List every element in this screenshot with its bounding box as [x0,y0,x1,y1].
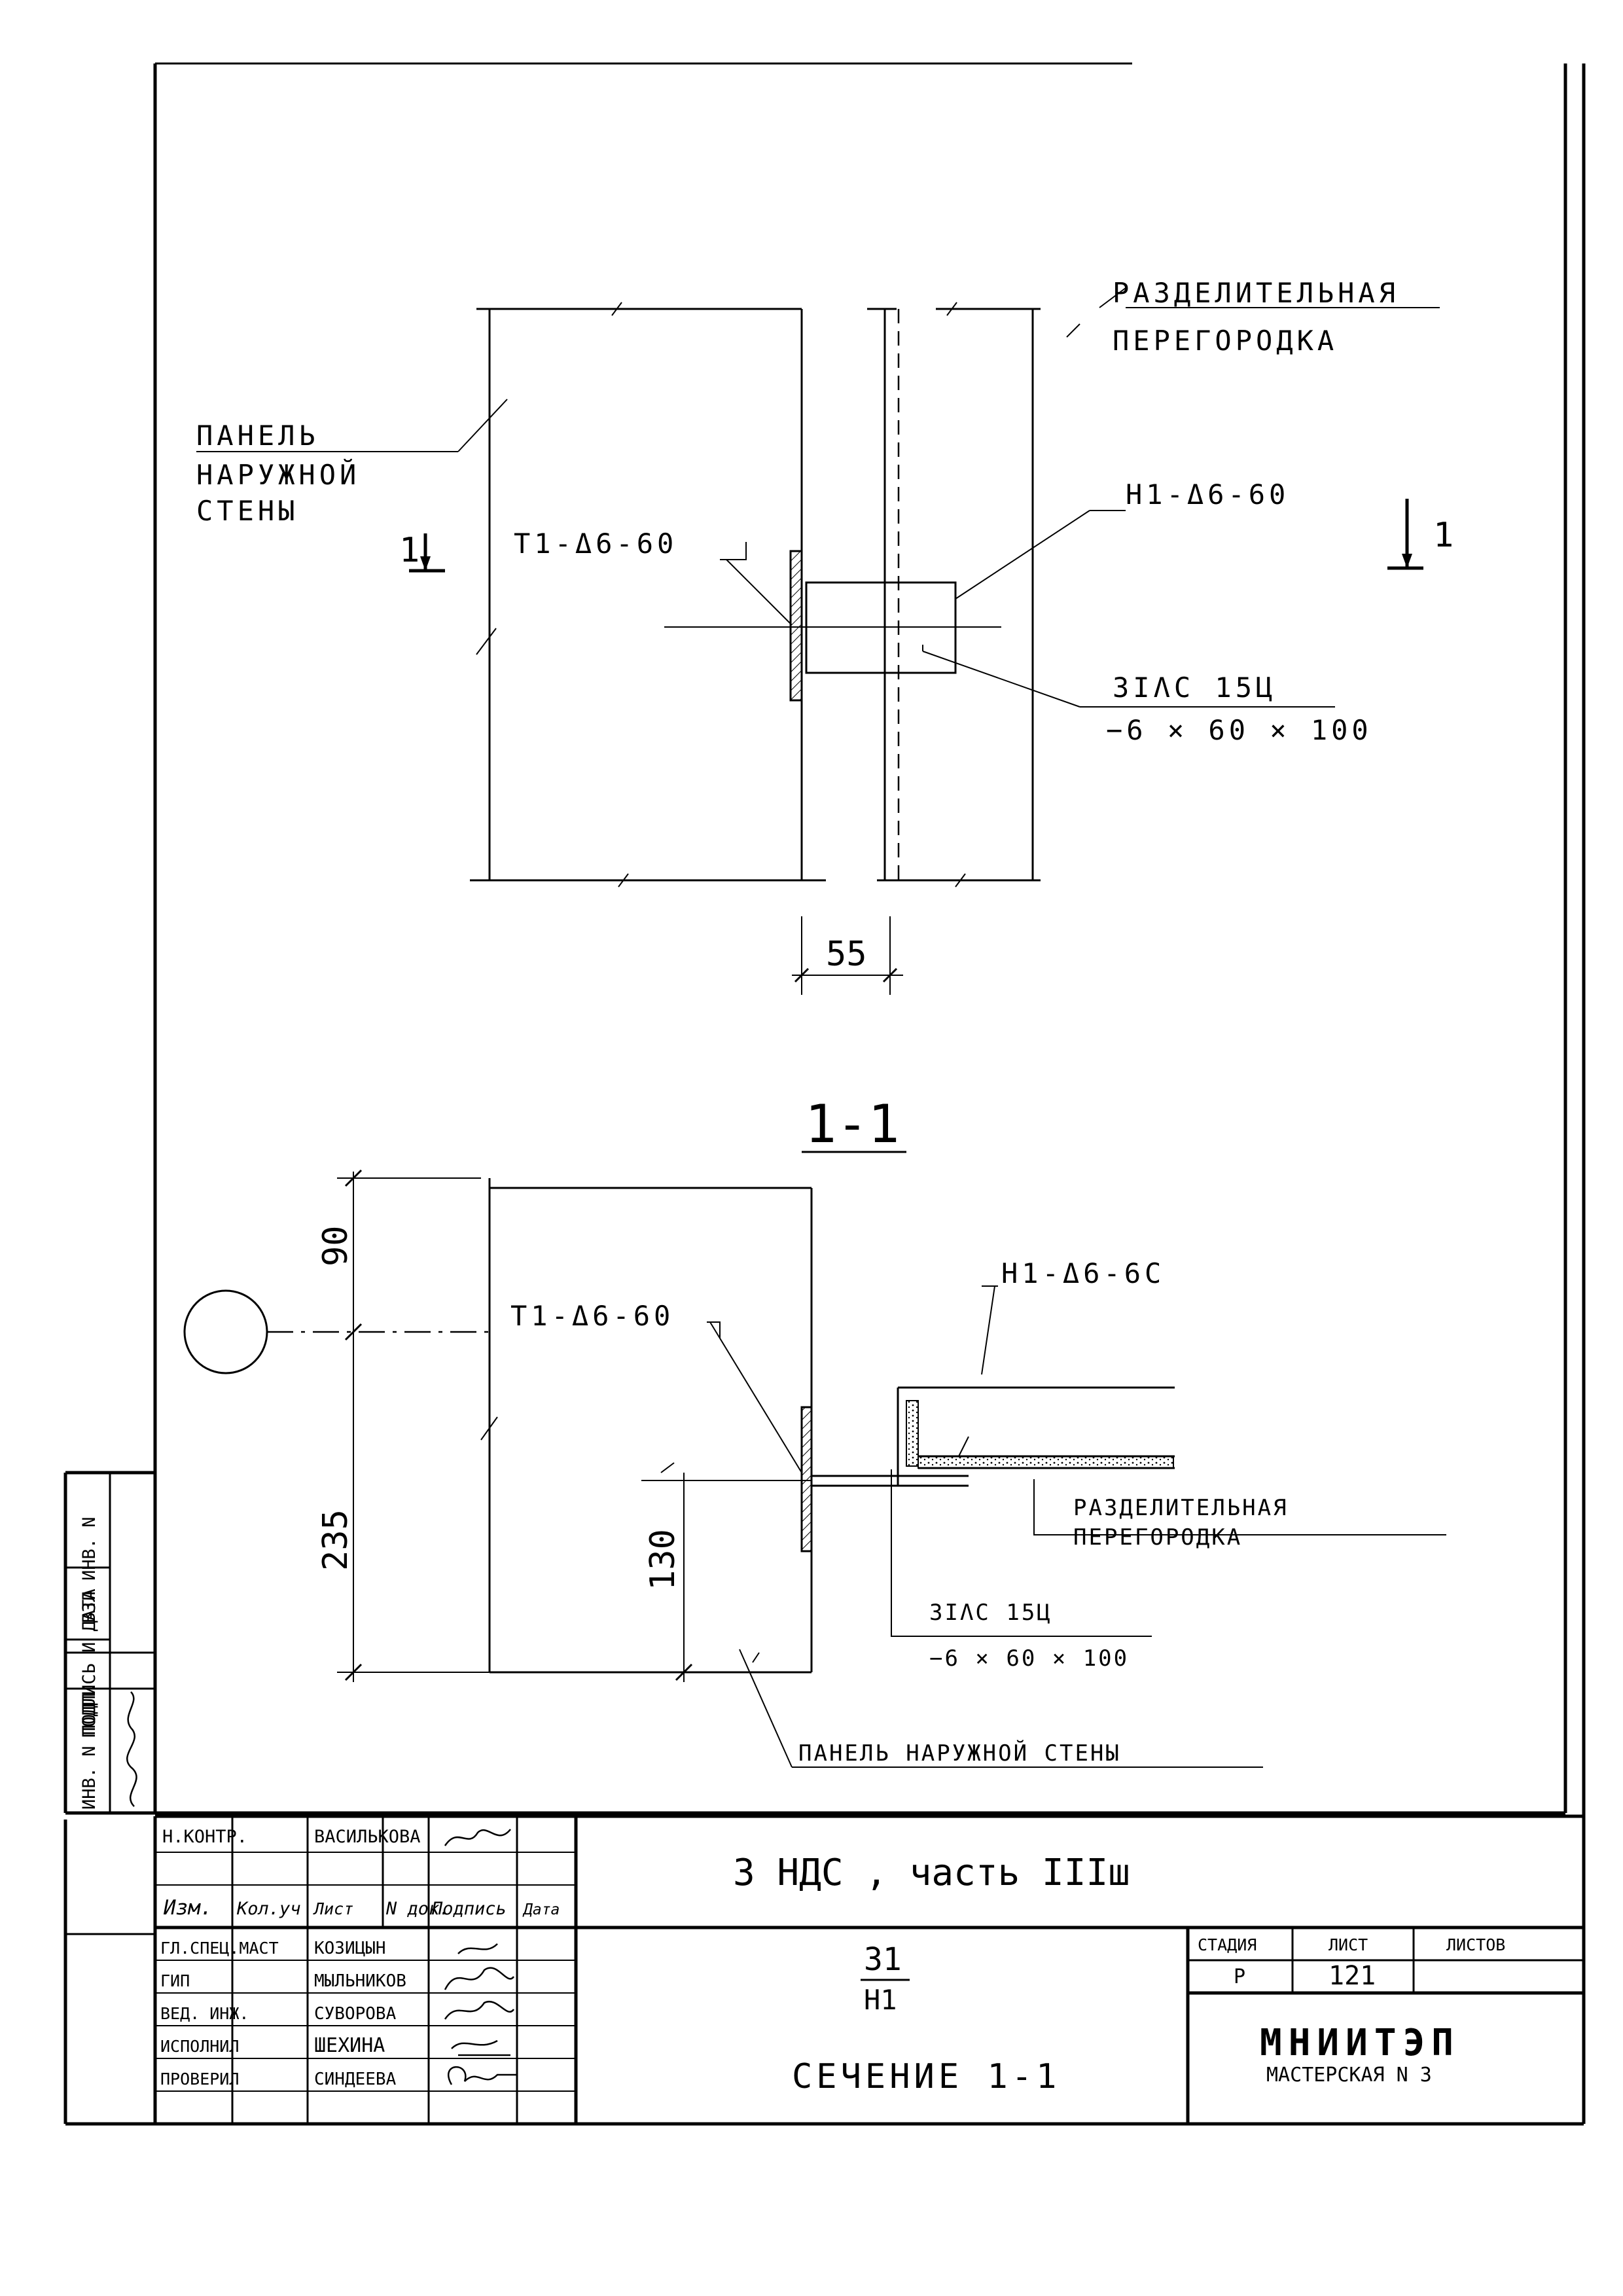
margin-handwritten-number [126,1691,137,1807]
plan-view: 1 1 55 РАЗДЕЛИТЕЛЬНАЯ ПЕРЕГОРОДКА ПАНЕЛЬ… [196,277,1454,995]
section-partition [897,1386,1175,1487]
tb-org-sub: МАСТЕРСКАЯ N 3 [1266,2064,1432,2087]
section-partition-label-2: ПЕРЕГОРОДКА [1073,1524,1242,1551]
plan-plate-label-2: −6 × 60 × 100 [1106,714,1372,746]
tb-name-1: КОЗИЦЫН [314,1939,386,1958]
section-title: 1-1 [805,1094,900,1155]
tb-role-0: Н.КОНТР. [162,1827,247,1847]
tb-col-data: Дата [522,1901,560,1918]
tb-sheet-code-top: 31 [864,1941,902,1978]
embedded-plate-t1 [789,550,803,702]
tb-signature-5 [447,2066,517,2085]
tb-role-3: ВЕД. ИНЖ. [160,2004,249,2023]
section-partition-label-1: РАЗДЕЛИТЕЛЬНАЯ [1073,1495,1289,1521]
partition-wall [867,302,1041,888]
leader-lines-section [707,1285,1446,1768]
dimension-130-label: 130 [643,1529,683,1590]
plan-t1-label: Т1-Δ6-60 [514,528,677,560]
dimension-55-label: 55 [826,935,867,974]
connection-plate [664,581,1001,674]
tb-role-1: ГЛ.СПЕЦ.МАСТ [160,1939,279,1958]
tb-sheets-header: ЛИСТОВ [1446,1935,1505,1954]
margin-inv-podl: ИНВ. N ПОДЛ. [79,1682,99,1810]
tb-name-3: СУВОРОВА [314,2004,397,2024]
section-t1-label: Т1-Δ6-60 [510,1300,674,1332]
section-mark-left-label: 1 [399,531,419,570]
dimension-90-label: 90 [316,1225,355,1266]
leader-lines-plan [196,287,1440,708]
tb-role-2: ГИП [160,1971,190,1990]
tb-org-name: МНИИТЭП [1260,2022,1460,2064]
tb-signature-3 [444,2000,515,2020]
section-plate-label-2: −6 × 60 × 100 [929,1645,1129,1672]
tb-col-koluch: Кол.уч [236,1899,301,1919]
tb-col-list: Лист [313,1899,353,1918]
tb-col-izm: Изм. [163,1896,213,1920]
tb-name-4: ШЕХИНА [314,2034,385,2057]
tb-signature-4 [451,2039,510,2056]
margin-vzam-inv: ВЗЛ ИНВ. N [79,1516,99,1623]
tb-name-2: МЫЛЬНИКОВ [314,1971,406,1991]
section-mark-right: 1 [1387,499,1454,570]
tb-col-ndok: N док. [385,1899,450,1919]
stamp-texts: Н.КОНТР. ВАСИЛЬКОВА Изм. Кол.уч Лист N д… [160,1827,1505,2096]
section-outer-wall-panel [480,1178,813,1674]
tb-sheet-code-bottom: Н1 [864,1984,897,2016]
tb-signature-0 [444,1829,511,1846]
column-axis [183,1289,490,1374]
plan-plate-label-1: 3ΙΛC 15Ц [1113,672,1276,704]
tb-stage-header: СТАДИЯ [1198,1935,1257,1954]
section-panel-label: ПАНЕЛЬ НАРУЖНОЙ СТЕНЫ [798,1740,1121,1767]
tb-signature-1 [457,1943,498,1954]
margin-stamp: ИНВ. N ПОДЛ. ВЗЛ ИНВ. N [63,1471,155,1813]
section-mark-left: 1 [399,531,445,573]
plan-n1-label: Н1-Δ6-60 [1126,478,1289,511]
dimension-55: 55 [792,916,903,995]
tb-sheet-value: 121 [1329,1961,1376,1991]
section-dimensions: 90 235 130 [316,1169,693,1682]
section-embedded-plate-t1 [800,1406,813,1552]
stamp-true-lines [63,63,1586,2126]
dimension-235-label: 235 [316,1509,355,1571]
section-plate-label-1: 3ΙΛC 15Ц [929,1600,1052,1626]
tb-role-5: ПРОВЕРИЛ [160,2070,239,2089]
plan-panel-label-1: ПАНЕЛЬ [196,420,319,452]
plan-panel-label-3: СТЕНЫ [196,495,298,527]
tb-stage-value: Р [1234,1965,1245,1988]
section-n1-label: Н1-Δ6-6С [1001,1257,1165,1289]
section-mark-right-label: 1 [1433,516,1454,555]
tb-sheet-header: ЛИСТ [1329,1935,1368,1954]
tb-role-4: ИСПОЛНИЛ [160,2037,239,2056]
tb-signature-2 [444,1967,515,1990]
plan-panel-label-2: НАРУЖНОЙ [196,458,360,491]
tb-col-podpis: Подпись [431,1899,507,1919]
tb-designation: 3 НДС , часть IIIш [733,1852,1130,1894]
tb-name-0: ВАСИЛЬКОВА [314,1827,421,1847]
section-view: 1-1 90 235 130 [183,1094,1446,1768]
tb-name-5: СИНДЕЕВА [314,2070,397,2089]
plan-partition-label-2: ПЕРЕГОРОДКА [1113,325,1338,357]
margin-podpis-data: ПОДПИСЬ И ДАТА [79,1588,99,1738]
plan-partition-label-1: РАЗДЕЛИТЕЛЬНАЯ [1113,277,1399,309]
tb-sheet-title: СЕЧЕНИЕ 1-1 [792,2057,1060,2096]
